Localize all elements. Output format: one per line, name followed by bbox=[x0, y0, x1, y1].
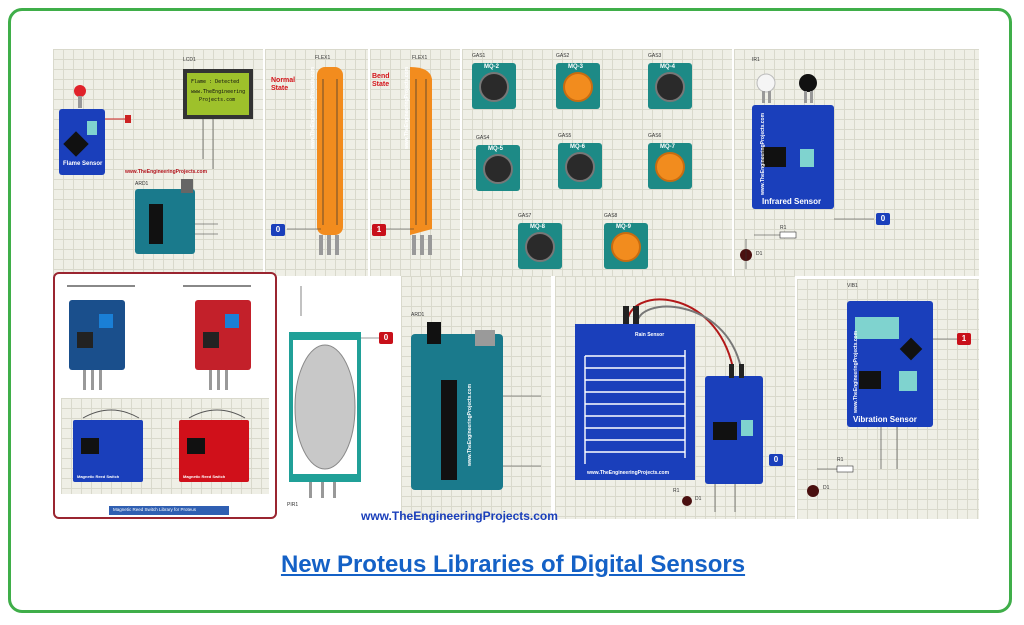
gas-sensor-ref: GAS7 bbox=[518, 213, 532, 219]
gas-sensor-4: MQ-6 bbox=[558, 143, 602, 189]
gas-sensor-ref: GAS6 bbox=[648, 133, 662, 139]
flex-normal-state: Normal State bbox=[271, 77, 296, 92]
vibration-led: D1 bbox=[823, 485, 830, 491]
image-frame: Flame Sensor www.TheEngineeringProjects.… bbox=[8, 8, 1012, 613]
flame-sensor-schematic bbox=[59, 69, 253, 254]
flex-sensor-bend-drawing bbox=[386, 67, 432, 255]
vibration-ref: VIB1 bbox=[847, 283, 858, 289]
lcd-line1: Flame : Detected bbox=[191, 79, 240, 85]
ir-site-label: www.TheEngineeringProjects.com bbox=[760, 112, 766, 195]
gas-sensor-name: MQ-3 bbox=[568, 64, 583, 70]
gas-sensor-6: MQ-8 bbox=[518, 223, 562, 269]
vibration-probe: 1 bbox=[957, 333, 971, 345]
ir-led: D1 bbox=[756, 251, 763, 257]
gas-sensor-ref: GAS2 bbox=[556, 53, 570, 59]
infrared-sensor-schematic bbox=[740, 73, 874, 269]
gas-sensor-ref: GAS1 bbox=[472, 53, 486, 59]
magnetic-caption: Magnetic Reed Switch Library for Proteus bbox=[113, 507, 197, 512]
vibration-site-label: www.TheEngineeringProjects.com bbox=[853, 330, 859, 413]
gas-sensors-panel: MQ-2 GAS1 MQ-3 GAS2 MQ-4 GAS3 MQ-5 GAS4 … bbox=[462, 49, 732, 276]
arduino-site-label: www.TheEngineeringProjects.com bbox=[467, 383, 473, 466]
caption-container: New Proteus Libraries of Digital Sensors bbox=[11, 551, 1015, 579]
magnetic-reed-schematic: Magnetic Reed Switch Magnetic Reed Switc… bbox=[61, 398, 269, 494]
lcd-line3: Projects.com bbox=[199, 97, 236, 103]
pir-sensor-panel: 0 PIR1 bbox=[281, 276, 401, 519]
vibration-module-label: Vibration Sensor bbox=[853, 415, 917, 424]
flex-sensor-bend-panel: FLEX1 Bend State www.TheEngineeringProje… bbox=[370, 49, 460, 276]
flame-site-label: www.TheEngineeringProjects.com bbox=[125, 169, 208, 175]
gas-sensor-name: MQ-5 bbox=[488, 146, 503, 152]
gas-sensor-3: MQ-5 bbox=[476, 145, 520, 191]
arduino-board-drawing bbox=[411, 322, 541, 490]
site-watermark: www.TheEngineeringProjects.com bbox=[361, 509, 558, 523]
gas-sensor-name: MQ-2 bbox=[484, 64, 499, 70]
ir-probe: 0 bbox=[876, 213, 890, 225]
magnetic-reed-panel: Magnetic Reed Switch Magnetic Reed Switc… bbox=[53, 272, 277, 519]
lcd-ref: LCD1 bbox=[183, 57, 196, 63]
rain-led: D1 bbox=[695, 496, 702, 502]
gas-sensor-2: MQ-4 bbox=[648, 63, 692, 109]
pir-probe: 0 bbox=[379, 332, 393, 344]
rain-probe: 0 bbox=[769, 454, 783, 466]
magnetic-reed-photos bbox=[67, 285, 251, 390]
arduino-panel: ARD1 www.TheEngineeringProjects.com bbox=[401, 276, 551, 519]
vibration-resistor: R1 bbox=[837, 457, 844, 463]
ir-resistor: R1 bbox=[780, 225, 787, 231]
flame-sensor-panel: Flame Sensor www.TheEngineeringProjects.… bbox=[53, 49, 263, 276]
gas-sensor-name: MQ-9 bbox=[616, 224, 631, 230]
infrared-sensor-panel: Infrared Sensor IR1 www.TheEngineeringPr… bbox=[734, 49, 979, 276]
vibration-sensor-panel: Vibration Sensor VIB1 www.TheEngineering… bbox=[797, 279, 979, 519]
flame-module-label: Flame Sensor bbox=[63, 161, 103, 167]
flex-sensor-normal-drawing bbox=[287, 67, 343, 255]
rain-site-label: www.TheEngineeringProjects.com bbox=[587, 470, 670, 476]
gas-sensor-name: MQ-8 bbox=[530, 224, 545, 230]
caption-title[interactable]: New Proteus Libraries of Digital Sensors bbox=[280, 551, 746, 578]
gas-sensor-name: MQ-6 bbox=[570, 144, 585, 150]
gas-sensor-ref: GAS3 bbox=[648, 53, 662, 59]
reed-module-label: Magnetic Reed Switch bbox=[77, 474, 120, 479]
ir-module-label: Infrared Sensor bbox=[762, 197, 822, 206]
flex-bend-label: www.TheEngineeringProjects.com bbox=[404, 66, 410, 149]
flex-normal-label: www.TheEngineeringProjects.com bbox=[310, 66, 316, 149]
gas-sensor-5: MQ-7 bbox=[648, 143, 692, 189]
gas-sensor-1: MQ-3 bbox=[556, 63, 600, 109]
gas-sensor-0: MQ-2 bbox=[472, 63, 516, 109]
pir-sensor-drawing bbox=[289, 286, 381, 498]
pir-ref: PIR1 bbox=[287, 502, 299, 508]
gas-sensor-ref: GAS8 bbox=[604, 213, 618, 219]
arduino-ref: ARD1 bbox=[411, 312, 425, 318]
flame-arduino-ref: ARD1 bbox=[135, 181, 149, 187]
lcd-line2: www.TheEngineering bbox=[191, 89, 246, 95]
ir-ref: IR1 bbox=[752, 57, 760, 63]
flex-normal-ref: FLEX1 bbox=[315, 55, 331, 61]
rain-sensor-drawing bbox=[575, 298, 763, 512]
flex-normal-probe: 0 bbox=[271, 224, 285, 236]
flex-sensor-normal-panel: FLEX1 Normal State www.TheEngineeringPro… bbox=[265, 49, 368, 276]
reed-module-label: Magnetic Reed Switch bbox=[183, 474, 226, 479]
rain-sensor-panel: Rain Sensor www.TheEngineeringProjects.c… bbox=[555, 276, 795, 519]
gas-sensor-name: MQ-4 bbox=[660, 64, 675, 70]
rain-label: Rain Sensor bbox=[635, 332, 665, 338]
rain-resistor: R1 bbox=[673, 488, 680, 494]
flex-bend-probe: 1 bbox=[372, 224, 386, 236]
gas-sensor-name: MQ-7 bbox=[660, 144, 675, 150]
gas-sensor-ref: GAS4 bbox=[476, 135, 490, 141]
gas-sensor-ref: GAS5 bbox=[558, 133, 572, 139]
gas-sensor-7: MQ-9 bbox=[604, 223, 648, 269]
flex-bend-ref: FLEX1 bbox=[412, 55, 428, 61]
flex-bend-state: Bend State bbox=[372, 73, 390, 88]
vibration-sensor-drawing bbox=[807, 301, 957, 497]
magnetic-caption-bar: Magnetic Reed Switch Library for Proteus bbox=[109, 506, 229, 515]
